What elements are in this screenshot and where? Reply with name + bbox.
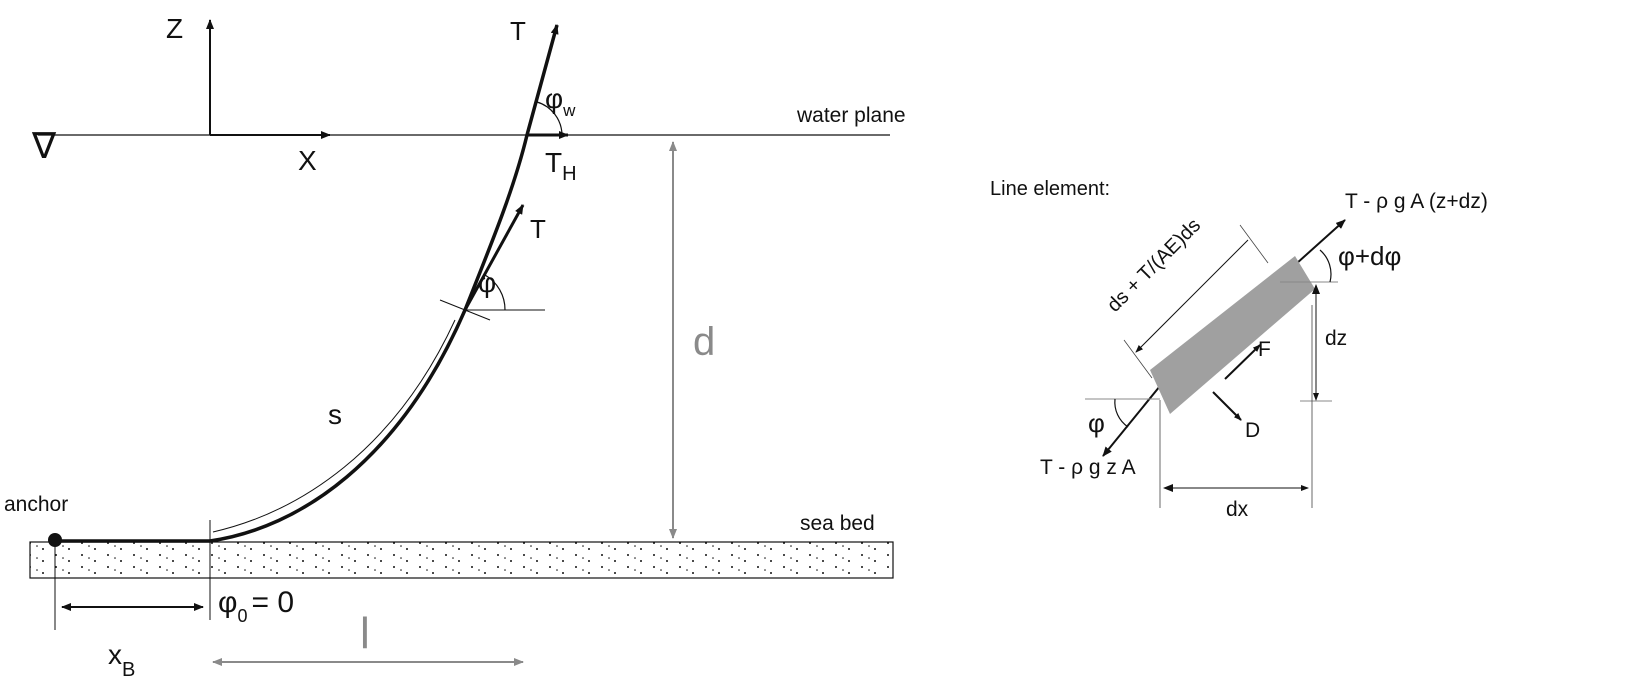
line-element-diagram: Line element: T - ρ g A (z+dz) φ+dφ ds +… — [990, 178, 1488, 521]
d-label: D — [1245, 419, 1260, 442]
f-label: F — [1258, 338, 1271, 361]
length-ext-bottom — [1123, 339, 1153, 379]
sea-bed-label: sea bed — [800, 512, 875, 535]
top-force-label: T - ρ g A (z+dz) — [1345, 190, 1488, 213]
t-h-label: TH — [545, 147, 577, 185]
f-arrow — [1224, 344, 1261, 380]
phi-label-bottom: φ — [1088, 408, 1105, 438]
z-axis-label: Z — [166, 13, 183, 44]
length-dim-line — [1135, 239, 1249, 353]
length-label: ds + T/(AE)ds — [1103, 214, 1205, 316]
tension-mid-arrow — [463, 204, 525, 311]
suspended-length-label: l — [360, 609, 370, 658]
phi-w-arc — [536, 101, 563, 136]
x-b-label: xB — [108, 639, 135, 681]
arc-length-guide — [212, 319, 456, 533]
mooring-line — [55, 24, 559, 543]
phi-label: φ — [478, 267, 496, 298]
anchor-label: anchor — [4, 493, 68, 516]
phi-dphi-arc — [1319, 249, 1332, 283]
line-element-title: Line element: — [990, 178, 1110, 200]
dx-label: dx — [1226, 498, 1249, 521]
tension-top-label: T — [510, 16, 526, 46]
arc-length-label: s — [328, 399, 342, 430]
element-axis-arrow-down — [1102, 385, 1161, 457]
phi-dphi-label: φ+dφ — [1338, 241, 1401, 271]
section-tick — [439, 299, 491, 321]
phi-arc — [484, 274, 506, 311]
phi-arc-bottom — [1114, 398, 1129, 428]
bottom-force-label: T - ρ g z A — [1040, 456, 1136, 479]
sea-bed — [29, 541, 894, 579]
phi-w-label: φw — [545, 83, 576, 120]
depth-label: d — [693, 320, 715, 364]
water-symbol: ∇ — [31, 125, 57, 166]
water-plane-label: water plane — [796, 104, 906, 127]
length-ext-top — [1239, 224, 1269, 264]
d-arrow — [1212, 391, 1242, 421]
phi0-label: φ0= 0 — [218, 586, 294, 626]
line-element — [1150, 256, 1315, 414]
x-axis-label: X — [298, 145, 317, 176]
catenary-diagram: ∇ water plane Z X sea bed anchor T φw TH… — [4, 13, 906, 681]
tension-mid-label: T — [530, 214, 546, 244]
dz-label: dz — [1325, 327, 1347, 350]
